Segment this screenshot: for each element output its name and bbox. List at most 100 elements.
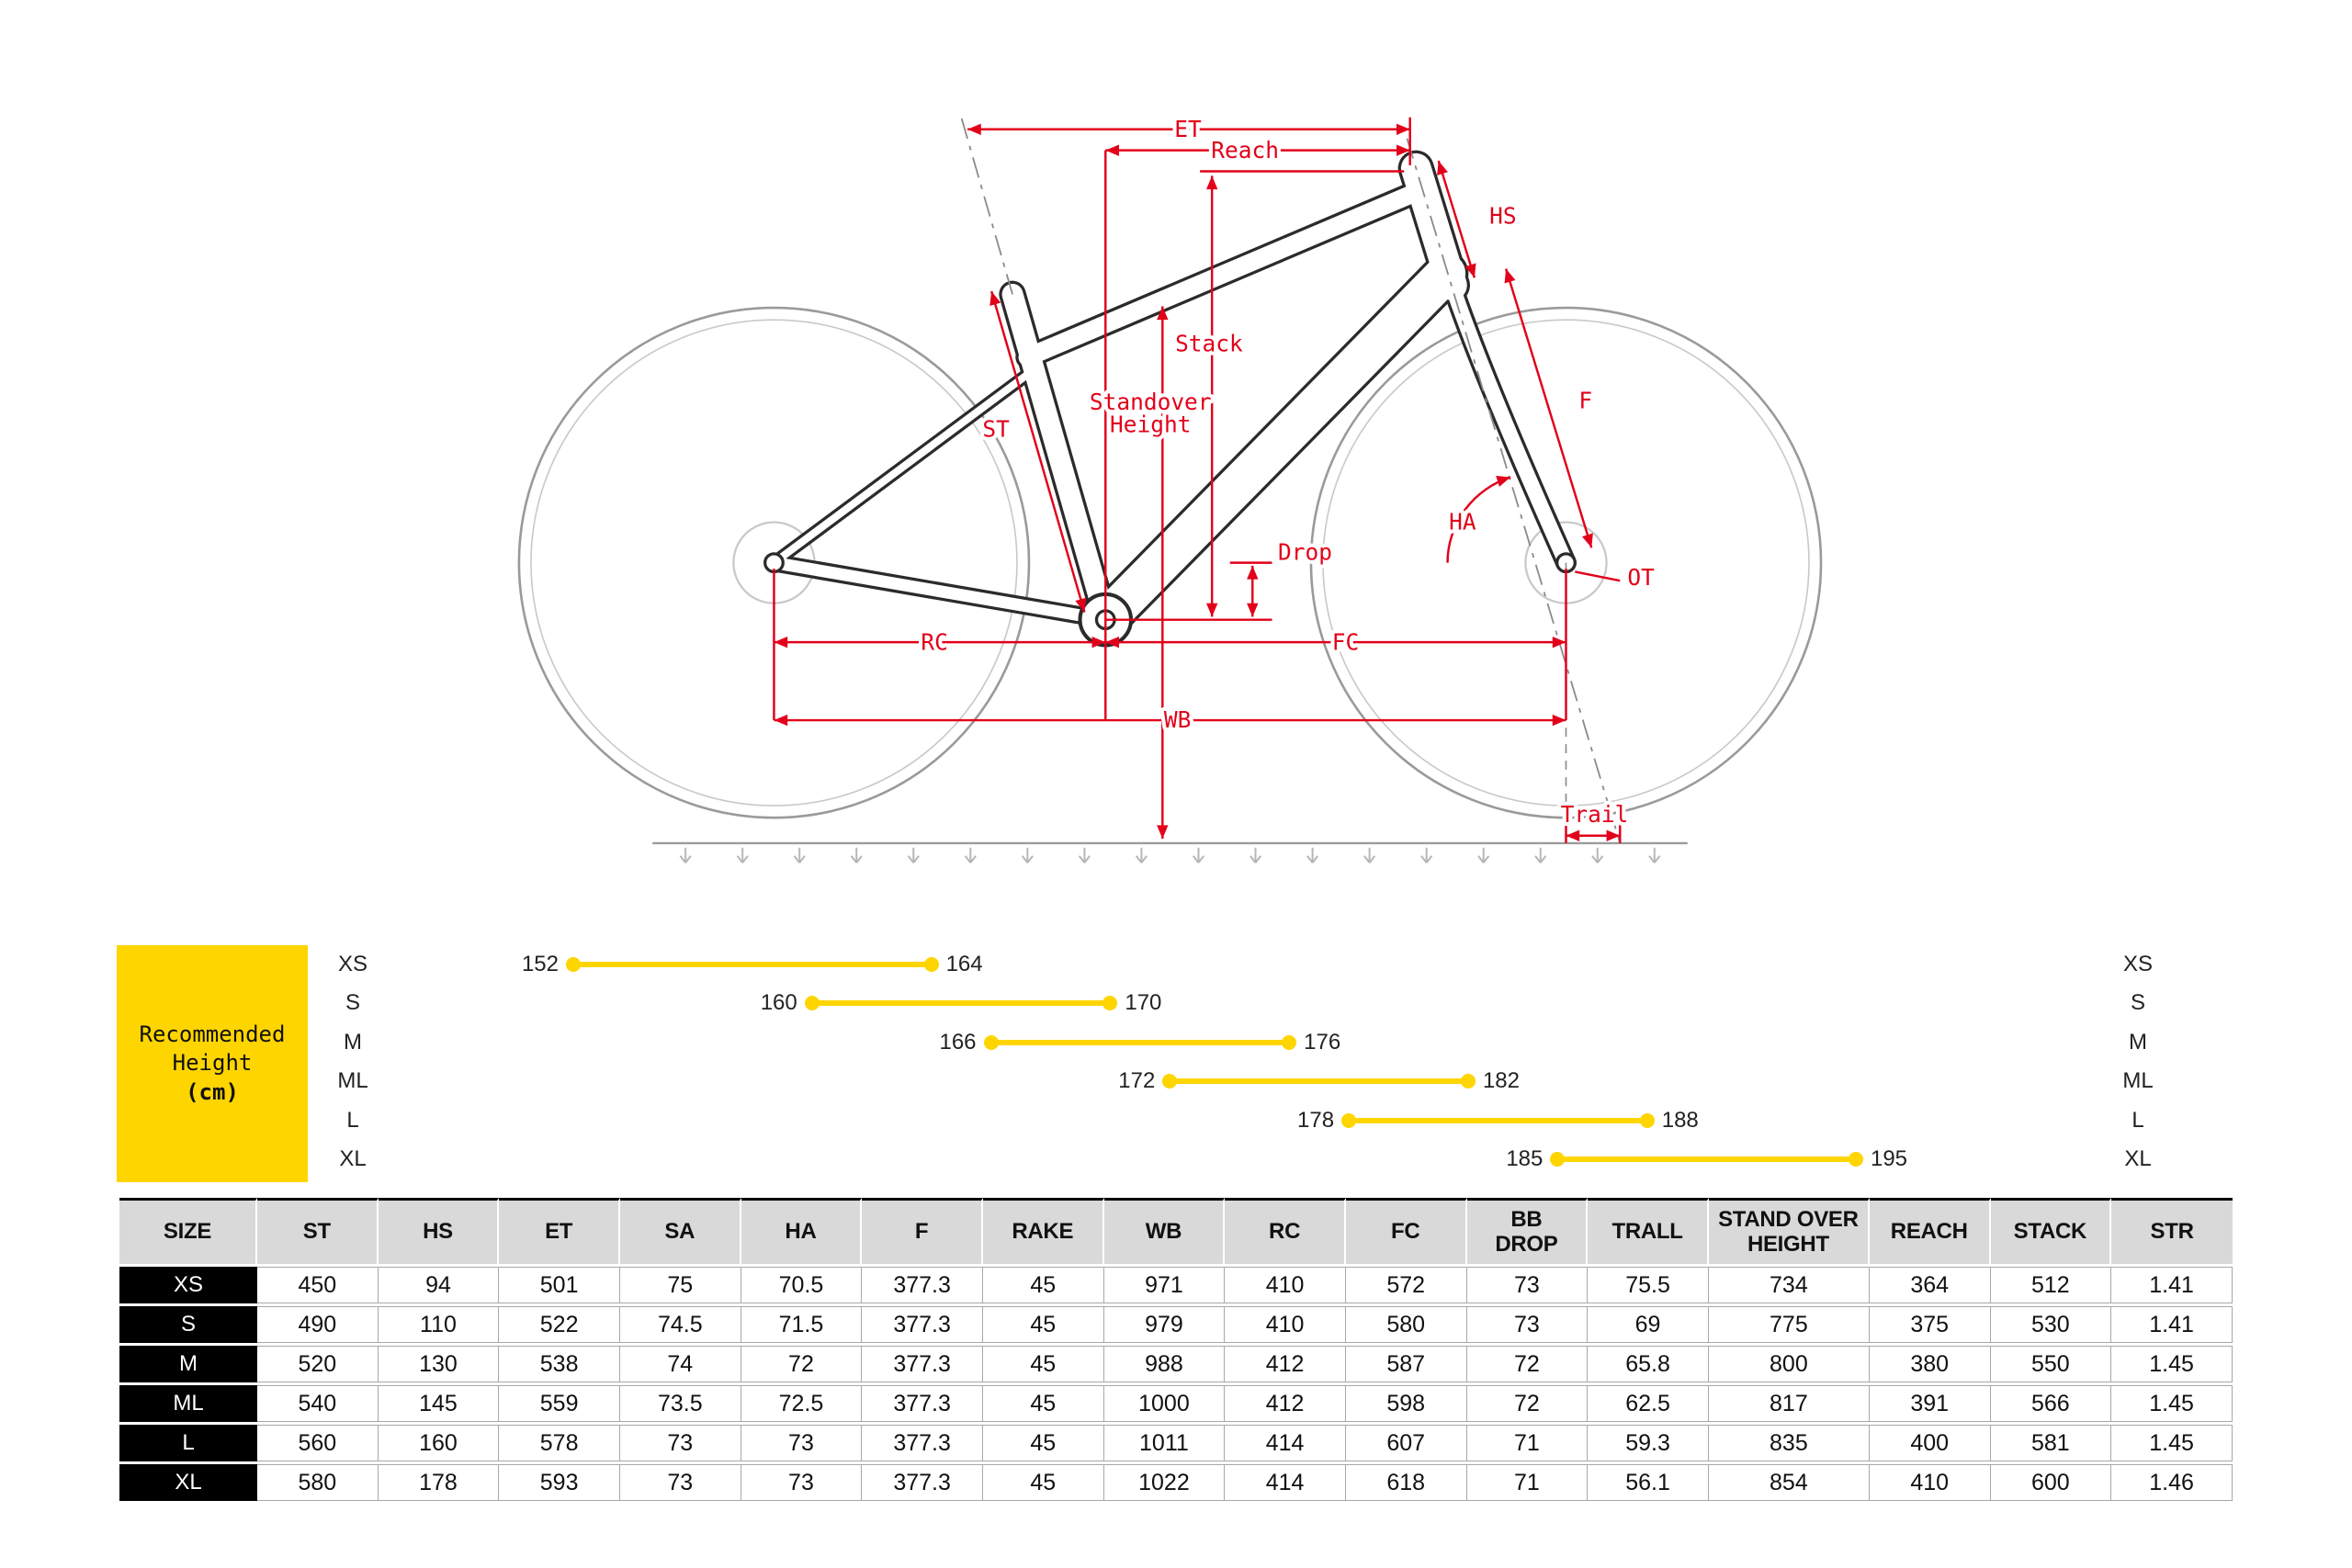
column-header: FC [1345,1198,1467,1264]
size-cell: XL [119,1464,257,1501]
size-label-right: XL [2124,1146,2152,1171]
value-cell: 377.3 [862,1346,983,1382]
label-rc: RC [921,628,947,655]
label-et: ET [1174,116,1202,142]
size-label-left: L [346,1107,359,1133]
ground-line [652,841,1688,871]
value-cell: 62.5 [1588,1385,1709,1422]
value-cell: 74.5 [619,1306,741,1343]
value-cell: 593 [499,1464,620,1501]
value-cell: 450 [257,1267,379,1303]
value-cell: 377.3 [862,1425,983,1461]
label-drop: Drop [1278,538,1332,565]
value-cell: 414 [1225,1464,1346,1501]
height-range-bar [566,957,939,972]
column-header: RAKE [982,1198,1104,1264]
value-cell: 1.45 [2111,1346,2233,1382]
height-max-value: 188 [1661,1107,1699,1133]
fork-dim [1504,268,1593,548]
column-header: SA [619,1198,741,1264]
height-range-bar [983,1034,1297,1050]
value-cell: 1.41 [2111,1267,2233,1303]
size-label-left: S [345,990,361,1016]
value-cell: 538 [499,1346,620,1382]
size-label-left: M [344,1029,362,1055]
value-cell: 72 [1466,1385,1589,1422]
range-dot-max [1102,996,1118,1011]
ha-arc [1446,476,1511,563]
range-dot-min [1341,1112,1357,1128]
value-cell: 73 [619,1464,741,1501]
value-cell: 73 [1466,1306,1589,1343]
value-cell: 559 [499,1385,620,1422]
column-header: SIZE [119,1198,257,1264]
label-ha: HA [1449,509,1476,536]
range-dot-max [1460,1074,1476,1089]
height-min-value: 185 [1506,1146,1544,1171]
value-cell: 56.1 [1588,1464,1709,1501]
size-label-left: XL [339,1146,367,1171]
hs-dim [1437,160,1476,278]
height-max-value: 176 [1304,1029,1341,1055]
value-cell: 75 [619,1267,741,1303]
range-dot-min [566,957,581,972]
range-dot-max [1848,1152,1863,1167]
value-cell: 566 [1990,1385,2112,1422]
value-cell: 520 [257,1346,379,1382]
value-cell: 560 [257,1425,379,1461]
size-label-right: XS [2122,952,2154,976]
height-range-bar [1550,1152,1863,1167]
value-cell: 59.3 [1588,1425,1709,1461]
steering-axis [1406,138,1622,844]
label-f: F [1578,387,1592,413]
range-dot-max [1639,1112,1655,1128]
value-cell: 73 [619,1425,741,1461]
value-cell: 400 [1869,1425,1991,1461]
height-range-bar [1341,1112,1655,1128]
value-cell: 580 [257,1464,379,1501]
value-cell: 1022 [1103,1464,1226,1501]
rec-box-line1: Recommended [139,1021,286,1048]
value-cell: 854 [1708,1464,1870,1501]
value-cell: 607 [1345,1425,1467,1461]
label-st: ST [982,415,1010,442]
value-cell: 377.3 [862,1306,983,1343]
range-dot-min [983,1034,999,1050]
value-cell: 600 [1990,1464,2112,1501]
label-hs: HS [1489,203,1516,230]
value-cell: 69 [1588,1306,1709,1343]
value-cell: 73 [1466,1267,1589,1303]
value-cell: 71 [1466,1425,1589,1461]
value-cell: 72 [1466,1346,1589,1382]
height-min-value: 160 [760,990,797,1016]
bike-geometry-diagram: ET Reach Stack Standover Height ST HS F … [517,112,1823,871]
value-cell: 971 [1103,1267,1226,1303]
value-cell: 410 [1225,1267,1346,1303]
height-max-value: 195 [1870,1146,1908,1171]
value-cell: 94 [378,1267,500,1303]
value-cell: 1.45 [2111,1385,2233,1422]
column-header: BB DROP [1466,1198,1589,1264]
value-cell: 71 [1466,1464,1589,1501]
value-cell: 1011 [1103,1425,1226,1461]
range-dot-min [1550,1152,1566,1167]
value-cell: 618 [1345,1464,1467,1501]
range-dot-min [804,996,820,1011]
value-cell: 380 [1869,1346,1991,1382]
value-cell: 72.5 [741,1385,863,1422]
value-cell: 1000 [1103,1385,1226,1422]
height-max-value: 182 [1482,1068,1520,1094]
value-cell: 45 [982,1385,1104,1422]
column-header: STAND OVER HEIGHT [1708,1198,1870,1264]
value-cell: 501 [499,1267,620,1303]
size-label-left: XS [337,952,368,976]
seat-tube-axis [959,112,1013,295]
